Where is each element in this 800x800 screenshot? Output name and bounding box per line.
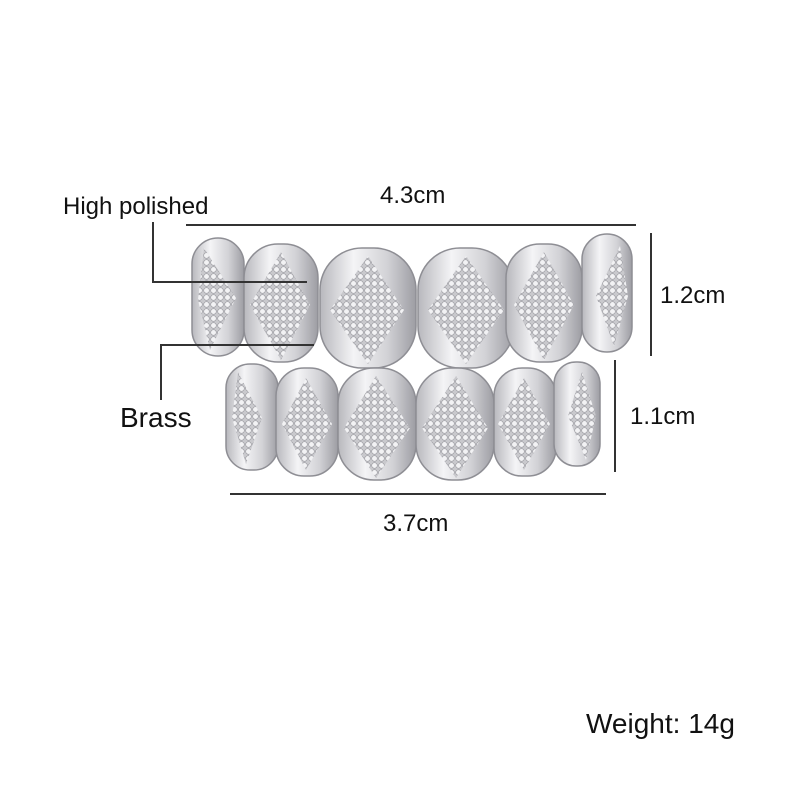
tooth-bottom-1 (225, 363, 279, 471)
tooth-bottom-6 (553, 361, 601, 467)
tooth-top-2 (243, 243, 319, 363)
high-polished-leader-horizontal (152, 281, 307, 283)
tooth-bottom-3 (337, 367, 417, 481)
high-polished-leader-vertical (152, 222, 154, 282)
top-grill (191, 233, 633, 369)
tooth-bottom-2 (275, 367, 339, 477)
top-width-label: 4.3cm (380, 182, 446, 209)
top-height-dimension-line (650, 233, 652, 356)
tooth-top-1 (191, 237, 245, 357)
tooth-bottom-5 (493, 367, 557, 477)
tooth-top-5 (505, 243, 583, 363)
weight-label: Weight: 14g (586, 708, 735, 739)
bottom-height-label: 1.1cm (630, 403, 696, 430)
top-height-label: 1.2cm (660, 282, 726, 309)
bottom-height-dimension-line (614, 360, 616, 472)
bottom-width-dimension-line (230, 493, 606, 495)
high-polished-label: High polished (63, 193, 209, 220)
tooth-top-6 (581, 233, 633, 353)
tooth-top-4 (417, 247, 515, 369)
tooth-bottom-4 (415, 367, 495, 481)
tooth-top-3 (319, 247, 417, 369)
brass-leader-horizontal (160, 344, 314, 346)
top-width-dimension-line (186, 224, 636, 226)
bottom-grill (225, 361, 601, 481)
brass-leader-vertical (160, 344, 162, 400)
bottom-width-label: 3.7cm (383, 510, 449, 537)
brass-label: Brass (120, 402, 192, 433)
